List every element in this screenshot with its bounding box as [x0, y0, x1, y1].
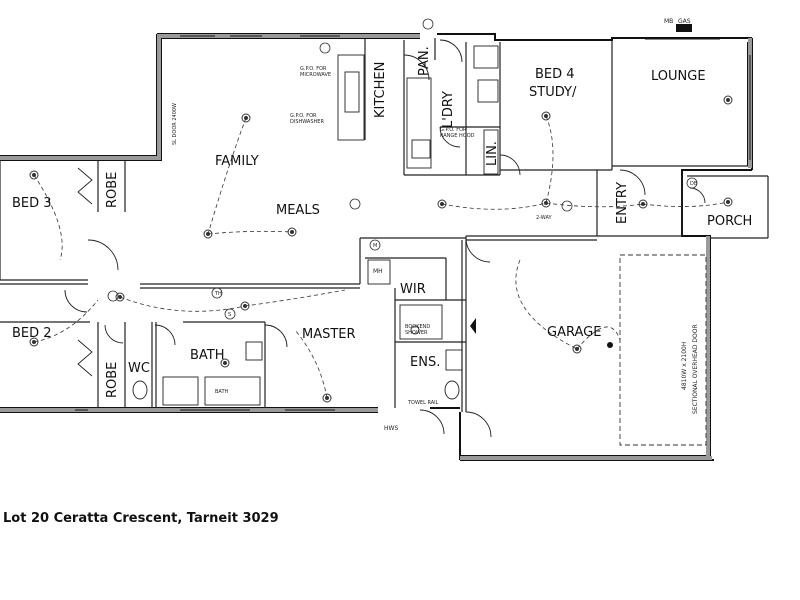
- door-swings: [64, 39, 706, 438]
- windows: [75, 35, 751, 411]
- note-th-symbol: TH: [214, 291, 222, 297]
- room-label-bed4: BED 4: [535, 67, 575, 82]
- room-label-bath: BATH: [190, 348, 225, 363]
- note-towel-rail: TOWEL RAIL: [407, 400, 439, 406]
- note-gpo-dishwasher-1: G.P.O. FOR: [290, 113, 317, 119]
- room-label-laundry: L'DRY: [441, 91, 456, 128]
- room-label-study: STUDY/: [529, 85, 577, 100]
- note-gas: GAS: [678, 18, 691, 25]
- room-label-family: FAMILY: [215, 154, 259, 169]
- room-label-bed3: BED 3: [12, 196, 52, 211]
- room-label-entry: ENTRY: [615, 182, 630, 224]
- room-label-ens: ENS.: [410, 355, 440, 370]
- garage-point: [607, 342, 613, 348]
- note-s-symbol: S: [228, 312, 231, 318]
- room-label-pantry: PAN.: [417, 46, 432, 76]
- bath-fixtures: [132, 259, 463, 406]
- meter-box: [676, 24, 692, 32]
- room-label-wir: WIR: [400, 282, 426, 297]
- wiring-dashes: [33, 115, 729, 399]
- note-gpo-rangehood-2: RANGE HOOD: [440, 133, 475, 139]
- note-gpo-microwave-2: MICROWAVE: [300, 72, 331, 78]
- room-label-wc: WC: [128, 361, 150, 376]
- room-label-linen: LIN.: [485, 141, 500, 166]
- garage-door-outline: [619, 254, 707, 446]
- room-label-lounge: LOUNGE: [651, 69, 706, 84]
- note-mb: MB: [664, 18, 673, 25]
- note-bookend-shower-1: BOOKEND: [405, 324, 430, 330]
- note-gpo-rangehood-1: G.P.O. FOR: [440, 127, 467, 133]
- note-bath-fixture: BATH: [215, 389, 229, 395]
- note-m-symbol: M: [373, 243, 377, 249]
- kitchen-fixtures: [337, 45, 499, 175]
- light-points: [29, 95, 733, 403]
- room-label-garage: GARAGE: [547, 325, 601, 340]
- property-address-caption: Lot 20 Ceratta Crescent, Tarneit 3029: [3, 511, 279, 526]
- note-hws: HWS: [384, 425, 398, 432]
- robe-doors: [77, 167, 93, 377]
- room-label-kitchen: KITCHEN: [373, 62, 388, 118]
- switch-symbols: [107, 18, 698, 320]
- note-db-symbol: DB: [690, 181, 698, 187]
- room-label-porch: PORCH: [707, 214, 752, 229]
- room-label-bed2: BED 2: [12, 326, 52, 341]
- note-mh: MH: [373, 268, 383, 275]
- note-gpo-dishwasher-2: DISHWASHER: [290, 119, 324, 125]
- internal-walls: [0, 38, 769, 412]
- note-garage-door-2: SECTIONAL OVERHEAD DOOR: [692, 324, 699, 414]
- note-garage-door-1: 4810W x 2100H: [681, 342, 688, 390]
- note-sl-door: SL DOOR 2400W: [172, 103, 178, 145]
- note-bookend-shower-2: SHOWER: [405, 330, 428, 336]
- arrow-marker: [470, 318, 476, 334]
- room-label-meals: MEALS: [276, 203, 320, 218]
- note-two-way: 2-WAY: [536, 215, 552, 221]
- note-gpo-microwave-1: G.P.O. FOR: [300, 66, 327, 72]
- floor-plan-diagram: FAMILY MEALS KITCHEN PAN. L'DRY LIN. BED…: [0, 18, 769, 461]
- room-label-robe-lower: ROBE: [105, 362, 120, 398]
- room-label-master: MASTER: [302, 327, 356, 342]
- room-label-robe-upper: ROBE: [105, 172, 120, 208]
